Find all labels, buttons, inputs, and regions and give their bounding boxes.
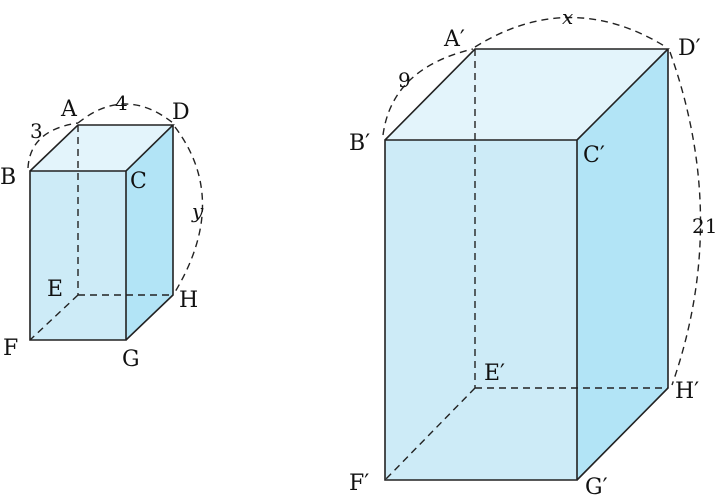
vertex-E: E xyxy=(47,277,63,302)
vertex-B-prime: B′ xyxy=(349,131,370,156)
length-AB-prime: 9 xyxy=(398,68,411,92)
length-AB: 3 xyxy=(30,119,43,143)
small-cuboid: A D B C E H F G 3 4 y xyxy=(0,91,204,372)
length-AD-prime: x xyxy=(562,5,573,29)
vertex-D-prime: D′ xyxy=(678,36,701,61)
vertex-C-prime: C′ xyxy=(583,143,605,168)
vertex-G-prime: G′ xyxy=(585,475,608,500)
vertex-F-prime: F′ xyxy=(349,471,369,496)
large-visible-edges xyxy=(384,48,670,481)
vertex-A: A xyxy=(60,97,78,122)
vertex-A-prime: A′ xyxy=(443,27,465,52)
large-hidden-edges xyxy=(384,49,668,481)
large-front-face xyxy=(385,140,577,480)
large-top-face xyxy=(385,49,668,140)
vertex-H-prime: H′ xyxy=(675,379,699,404)
vertex-E-prime: E′ xyxy=(484,361,505,386)
large-side-face xyxy=(577,49,668,480)
length-DH: y xyxy=(191,199,204,223)
vertex-D: D xyxy=(172,100,190,125)
vertex-G: G xyxy=(122,347,140,372)
small-visible-edges xyxy=(29,124,175,341)
small-side-face xyxy=(126,125,173,340)
length-DH-prime: 21 xyxy=(692,214,717,238)
small-front-face xyxy=(30,171,126,340)
small-hidden-edges xyxy=(29,125,173,341)
large-cuboid: A′ D′ B′ C′ E′ H′ F′ G′ 9 x 21 xyxy=(349,5,717,500)
large-dimension-arcs xyxy=(382,16,702,386)
vertex-C: C xyxy=(130,169,147,194)
vertex-B: B xyxy=(0,165,16,190)
small-dimension-arcs xyxy=(27,103,204,293)
vertex-H: H xyxy=(179,288,198,313)
vertex-F: F xyxy=(3,336,18,361)
length-AD: 4 xyxy=(115,91,128,115)
